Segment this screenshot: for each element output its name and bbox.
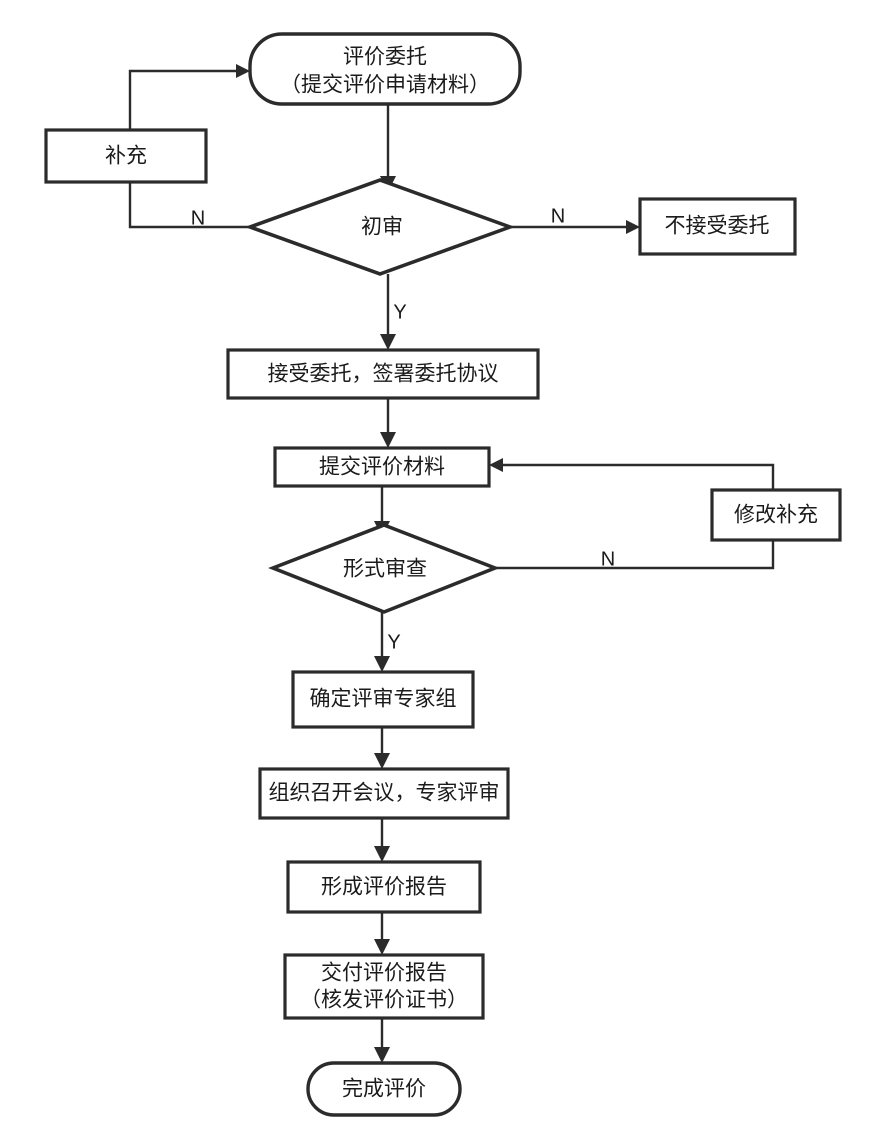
node-start-label-line1: 评价委托 <box>343 46 427 69</box>
edge-label-preliminary-yes: Y <box>393 301 406 323</box>
edge-label-preliminary-no-left: N <box>191 207 205 229</box>
node-revise-supplement-shape <box>710 488 842 542</box>
node-form-report[interactable]: 形成评价报告 <box>286 860 482 914</box>
node-supplement-label: 补充 <box>105 145 147 168</box>
arrowhead-supplement-to-start <box>236 64 250 78</box>
arrowhead-deliver-to-finish <box>374 1047 390 1063</box>
node-accept-sign-label: 接受委托，签署委托协议 <box>268 363 499 386</box>
node-start-shape <box>248 32 522 106</box>
arrowhead-accept-to-submit <box>380 432 396 448</box>
node-formal-review-label: 形式审查 <box>343 558 427 581</box>
edge-formal-no-to-revise <box>495 540 775 570</box>
node-hold-meeting-label: 组织召开会议，专家评审 <box>269 782 500 805</box>
node-expert-group-label: 确定评审专家组 <box>310 688 457 711</box>
node-revise-supplement-label: 修改补充 <box>734 504 818 527</box>
arrowhead-form-report-to-deliver <box>374 939 390 955</box>
node-accept-sign-shape <box>226 348 540 400</box>
node-accept-sign[interactable]: 接受委托，签署委托协议 <box>226 348 540 400</box>
edge-supplement-to-start <box>128 69 243 130</box>
node-reject[interactable]: 不接受委托 <box>638 197 797 256</box>
arrowhead-expert-group-to-meeting <box>374 753 390 769</box>
node-deliver-report-label-line1: 交付评价报告 <box>321 962 447 985</box>
node-expert-group-shape <box>291 670 475 729</box>
arrowhead-formal-to-expert-group <box>374 656 390 672</box>
node-submit-materials-label: 提交评价材料 <box>319 456 445 479</box>
node-supplement-shape <box>44 128 208 184</box>
node-preliminary-review-shape <box>244 178 516 276</box>
arrowhead-meeting-to-form-report <box>374 846 390 862</box>
node-revise-supplement[interactable]: 修改补充 <box>710 488 842 542</box>
node-finish-label: 完成评价 <box>342 1078 426 1101</box>
node-start-label-line2: （提交评价申请材料） <box>280 74 490 97</box>
arrowhead-preliminary-to-accept <box>380 334 396 350</box>
edge-label-formal-yes: Y <box>387 631 400 653</box>
node-start[interactable]: 评价委托 （提交评价申请材料） <box>248 32 522 106</box>
node-form-report-shape <box>286 860 482 914</box>
arrowhead-revise-to-submit <box>489 458 503 472</box>
node-submit-materials[interactable]: 提交评价材料 <box>273 446 491 488</box>
node-form-report-label: 形成评价报告 <box>321 876 447 899</box>
node-deliver-report-shape <box>283 953 485 1020</box>
node-finish[interactable]: 完成评价 <box>306 1061 462 1117</box>
node-deliver-report-label-line2: （核发评价证书） <box>300 989 468 1012</box>
node-formal-review-shape <box>268 523 500 614</box>
node-formal-review[interactable]: 形式审查 <box>268 523 500 614</box>
node-expert-group[interactable]: 确定评审专家组 <box>291 670 475 729</box>
arrowhead-preliminary-to-reject <box>626 220 640 234</box>
edge-revise-to-submit <box>497 463 775 490</box>
edge-label-formal-no: N <box>601 548 615 570</box>
edge-label-preliminary-no-right: N <box>551 205 565 227</box>
edge-preliminary-no-to-supplement <box>128 182 250 229</box>
node-hold-meeting[interactable]: 组织召开会议，专家评审 <box>258 767 510 820</box>
node-preliminary-review-label: 初审 <box>361 216 403 239</box>
node-supplement[interactable]: 补充 <box>44 128 208 184</box>
node-deliver-report[interactable]: 交付评价报告 （核发评价证书） <box>283 953 485 1020</box>
node-reject-label: 不接受委托 <box>665 215 770 238</box>
node-submit-materials-shape <box>273 446 491 488</box>
node-preliminary-review[interactable]: 初审 <box>244 178 516 276</box>
node-reject-shape <box>638 197 797 256</box>
node-hold-meeting-shape <box>258 767 510 820</box>
node-finish-shape <box>306 1061 462 1117</box>
